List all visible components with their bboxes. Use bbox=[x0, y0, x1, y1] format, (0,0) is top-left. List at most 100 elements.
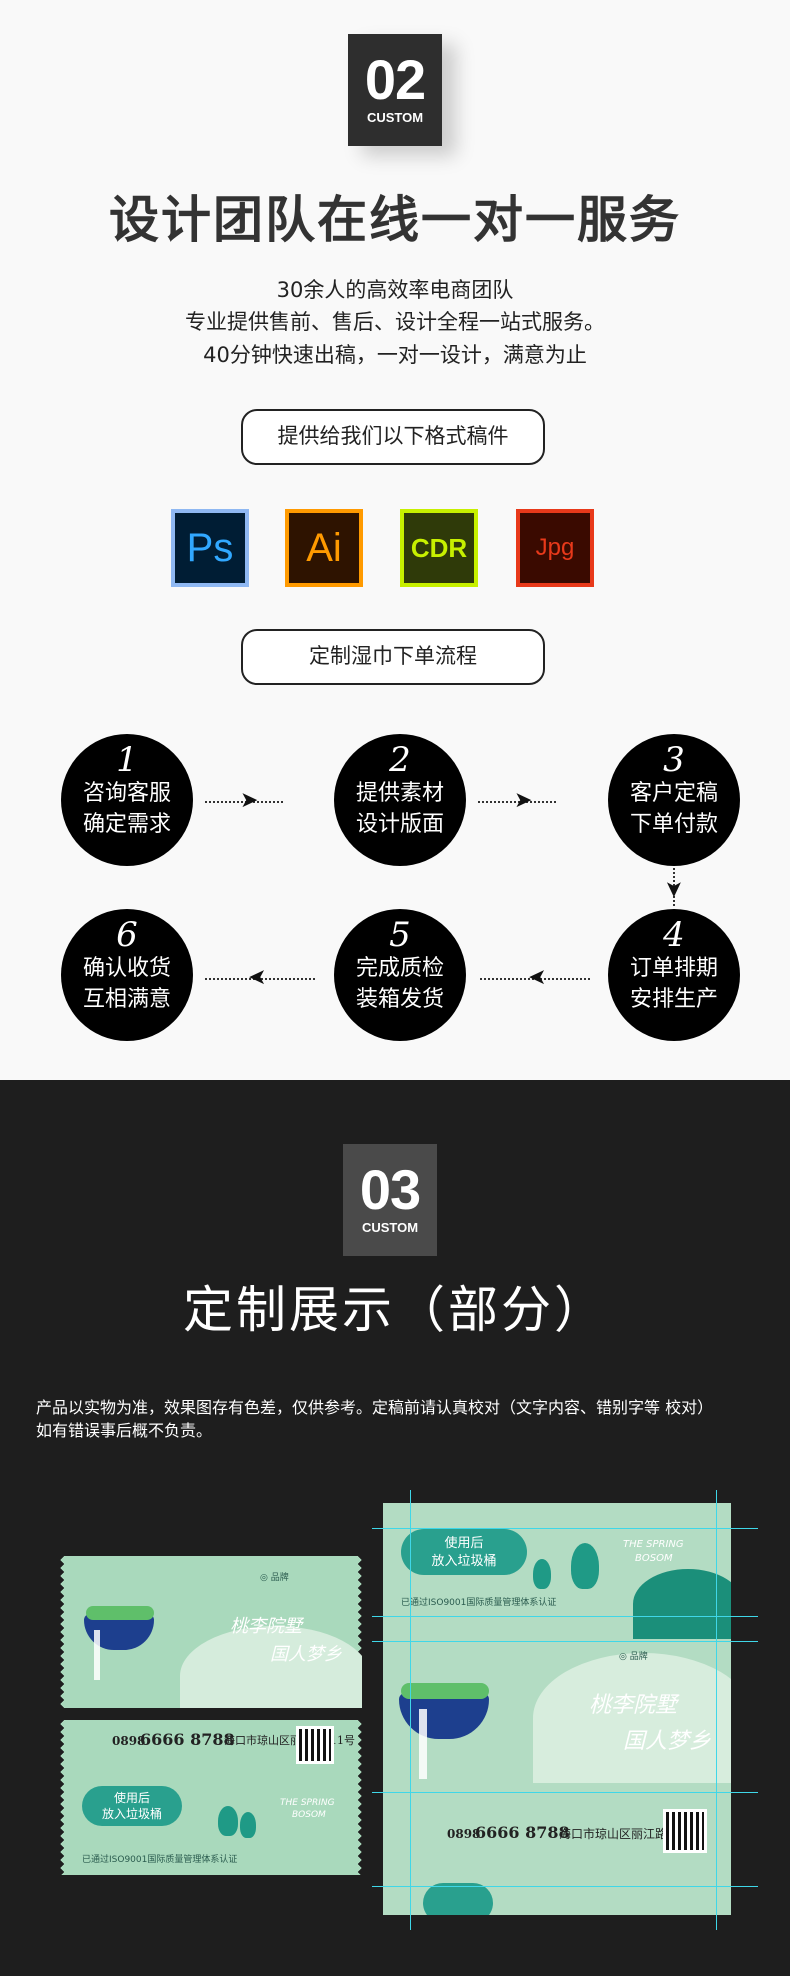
slogan-line2: 国人梦乡 bbox=[270, 1644, 342, 1665]
disclaimer-line-1: 产品以实物为准，效果图存有色差，仅供参考。定稿前请认真校对（文字内容、错别字等 … bbox=[36, 1398, 714, 1417]
tree-icon bbox=[240, 1812, 256, 1838]
flow-dots-3-4 bbox=[673, 868, 675, 906]
qr-code-icon bbox=[663, 1809, 707, 1853]
format-label-jpg: Jpg bbox=[535, 534, 575, 561]
cloud-text-line1: 使用后 bbox=[444, 1536, 484, 1551]
photoshop-icon: Ps bbox=[171, 509, 249, 587]
badge-subtitle: CUSTOM bbox=[361, 1220, 419, 1235]
arrow-down-icon: ➤ bbox=[661, 879, 687, 899]
step-5: 5 完成质检 装箱发货 bbox=[334, 909, 466, 1041]
step-label-line2: 安排生产 bbox=[629, 987, 718, 1012]
illustrator-icon: Ai bbox=[285, 509, 363, 587]
cloud-text-line2: 放入垃圾桶 bbox=[101, 1807, 162, 1821]
services-section: 02 CUSTOM 设计团队在线一对一服务 30余人的高效率电商团队 专业提供售… bbox=[0, 0, 790, 1080]
brand-name-line2: BOSOM bbox=[292, 1810, 326, 1820]
tree-icon bbox=[533, 1559, 551, 1589]
island-grass bbox=[86, 1606, 154, 1620]
guide-line bbox=[372, 1792, 758, 1793]
arrow-right-icon: ➤ bbox=[514, 788, 533, 813]
step-label-line2: 下单付款 bbox=[629, 812, 718, 837]
brand-name-line2: BOSOM bbox=[635, 1553, 673, 1564]
phone-number: 6666 8788 bbox=[475, 1823, 570, 1842]
certification-text: 已通过ISO9001国际质量管理体系认证 bbox=[401, 1598, 557, 1608]
tree-icon bbox=[218, 1806, 238, 1836]
format-label-ai: Ai bbox=[306, 526, 342, 570]
step-label-line2: 确定需求 bbox=[82, 812, 171, 837]
step-label-line1: 客户定稿 bbox=[629, 781, 718, 806]
pack-edge bbox=[354, 1720, 362, 1875]
section-badge-03: 03 CUSTOM bbox=[343, 1144, 437, 1256]
step-label-line1: 咨询客服 bbox=[82, 781, 171, 806]
island-grass bbox=[401, 1683, 489, 1699]
guide-line bbox=[372, 1528, 758, 1529]
guide-line bbox=[372, 1641, 758, 1642]
showcase-title: 定制展示（部分） bbox=[183, 1281, 607, 1339]
flow-dots-1-2 bbox=[205, 801, 283, 803]
pack-edge bbox=[60, 1556, 68, 1708]
certification-text: 已通过ISO9001国际质量管理体系认证 bbox=[82, 1855, 238, 1865]
step-label-line2: 装箱发货 bbox=[355, 987, 444, 1012]
cloud-text-line2: 放入垃圾桶 bbox=[431, 1554, 497, 1569]
product-pack-front: 桃李院墅 国人梦乡 ◎ 品牌 bbox=[60, 1556, 362, 1708]
disclaimer-line-2: 如有错误事后概不负责。 bbox=[36, 1421, 213, 1440]
step-number: 4 bbox=[663, 915, 685, 955]
step-2: 2 提供素材 设计版面 bbox=[334, 734, 466, 866]
arrow-right-icon: ➤ bbox=[240, 788, 259, 813]
hill-shape bbox=[180, 1626, 362, 1708]
cloud-text-line1: 使用后 bbox=[113, 1791, 150, 1805]
guide-line bbox=[372, 1616, 758, 1617]
formats-label: 提供给我们以下格式稿件 bbox=[241, 409, 545, 465]
step-label-line2: 设计版面 bbox=[355, 812, 444, 837]
floating-island-icon bbox=[399, 1693, 489, 1739]
slogan-line1: 桃李院墅 bbox=[589, 1693, 678, 1718]
step-3: 3 客户定稿 下单付款 bbox=[608, 734, 740, 866]
step-label-line1: 提供素材 bbox=[355, 781, 444, 806]
step-6: 6 确认收货 互相满意 bbox=[61, 909, 193, 1041]
arrow-left-icon: ➤ bbox=[528, 965, 547, 990]
product-pack-back: 0898 6666 8788 海口市琼山区丽江路111号 使用后 放入垃圾桶 T… bbox=[60, 1720, 362, 1875]
section-title: 设计团队在线一对一服务 bbox=[109, 191, 681, 249]
description-line-2: 专业提供售前、售后、设计全程一站式服务。 bbox=[185, 310, 605, 334]
phone-number: 6666 8788 bbox=[140, 1730, 235, 1749]
step-number: 2 bbox=[389, 740, 411, 780]
tree-icon bbox=[571, 1543, 599, 1589]
step-1: 1 咨询客服 确定需求 bbox=[61, 734, 193, 866]
badge-subtitle: CUSTOM bbox=[366, 110, 424, 125]
disposal-cloud: 使用后 放入垃圾桶 bbox=[82, 1786, 182, 1826]
phone-prefix: 0898 bbox=[112, 1734, 146, 1748]
brand-name-line1: THE SPRING bbox=[623, 1539, 684, 1550]
showcase-section: 03 CUSTOM 定制展示（部分） 产品以实物为准，效果图存有色差，仅供参考。… bbox=[0, 1080, 790, 1976]
description-line-1: 30余人的高效率电商团队 bbox=[276, 278, 514, 302]
address: 海口市琼山区丽江路111号 bbox=[224, 1734, 355, 1747]
brand-logo: ◎ 品牌 bbox=[619, 1652, 648, 1662]
brand-name-line1: THE SPRING bbox=[280, 1798, 335, 1808]
flow-dots-4-5 bbox=[480, 978, 590, 980]
flow-dots-2-3 bbox=[478, 801, 556, 803]
guide-line bbox=[716, 1490, 717, 1930]
guide-line bbox=[372, 1886, 758, 1887]
step-label-line1: 确认收货 bbox=[82, 956, 171, 981]
process-label: 定制湿巾下单流程 bbox=[241, 629, 545, 685]
guide-line bbox=[410, 1490, 411, 1930]
waterfall-icon bbox=[419, 1709, 427, 1779]
hill-shape bbox=[633, 1569, 731, 1639]
brand-logo: ◎ 品牌 bbox=[260, 1573, 289, 1583]
slogan-line1: 桃李院墅 bbox=[230, 1616, 302, 1637]
jpg-icon: Jpg bbox=[516, 509, 594, 587]
slogan-line2: 国人梦乡 bbox=[623, 1729, 712, 1754]
phone-prefix: 0898 bbox=[447, 1827, 481, 1841]
step-label-line1: 完成质检 bbox=[355, 956, 444, 981]
step-number: 3 bbox=[663, 740, 685, 780]
flow-dots-5-6 bbox=[205, 978, 315, 980]
section-badge-02: 02 CUSTOM bbox=[348, 34, 442, 146]
pack-edge bbox=[60, 1720, 68, 1875]
step-label-line1: 订单排期 bbox=[629, 956, 718, 981]
badge-number: 03 bbox=[359, 1158, 421, 1221]
product-layout-flat: 使用后 放入垃圾桶 已通过ISO9001国际质量管理体系认证 THE SPRIN… bbox=[383, 1503, 731, 1915]
cloud-shape bbox=[423, 1883, 493, 1915]
waterfall-icon bbox=[94, 1630, 100, 1680]
arrow-left-icon: ➤ bbox=[248, 965, 267, 990]
badge-number: 02 bbox=[364, 48, 426, 111]
format-label-cdr: CDR bbox=[410, 533, 468, 563]
step-4: 4 订单排期 安排生产 bbox=[608, 909, 740, 1041]
